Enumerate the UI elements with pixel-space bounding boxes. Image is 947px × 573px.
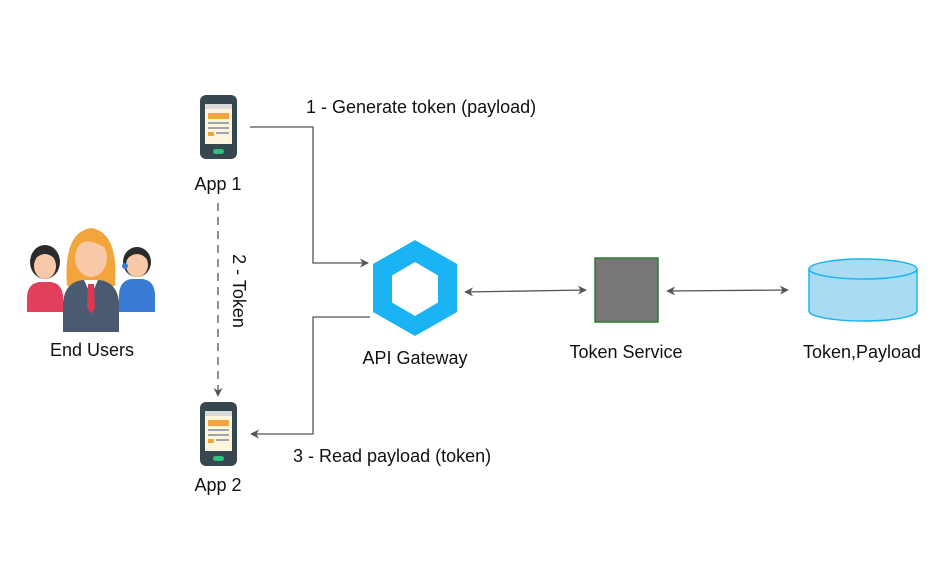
users-group-icon bbox=[27, 228, 155, 332]
api-gateway-hexagon-icon bbox=[373, 240, 457, 336]
end-users-label: End Users bbox=[49, 340, 135, 360]
datastore-cylinder-icon bbox=[808, 258, 918, 322]
app1-phone-icon bbox=[200, 95, 237, 159]
edge-gateway-token-service bbox=[464, 285, 587, 297]
app2-phone-icon bbox=[200, 402, 237, 466]
app2-label: App 2 bbox=[194, 475, 242, 495]
datastore-label: Token,Payload bbox=[802, 342, 922, 362]
token-service-box bbox=[594, 257, 659, 323]
edge-token-service-datastore bbox=[666, 285, 789, 296]
edge-read-payload bbox=[250, 316, 370, 439]
edge-label-read: 3 - Read payload (token) bbox=[293, 446, 492, 466]
edge-label-generate: 1 - Generate token (payload) bbox=[306, 97, 537, 117]
edge-label-token: 2 - Token bbox=[229, 254, 249, 328]
api-gateway-label: API Gateway bbox=[362, 348, 468, 368]
token-service-label: Token Service bbox=[569, 342, 683, 362]
app1-label: App 1 bbox=[194, 174, 242, 194]
edge-generate-token bbox=[250, 126, 369, 268]
